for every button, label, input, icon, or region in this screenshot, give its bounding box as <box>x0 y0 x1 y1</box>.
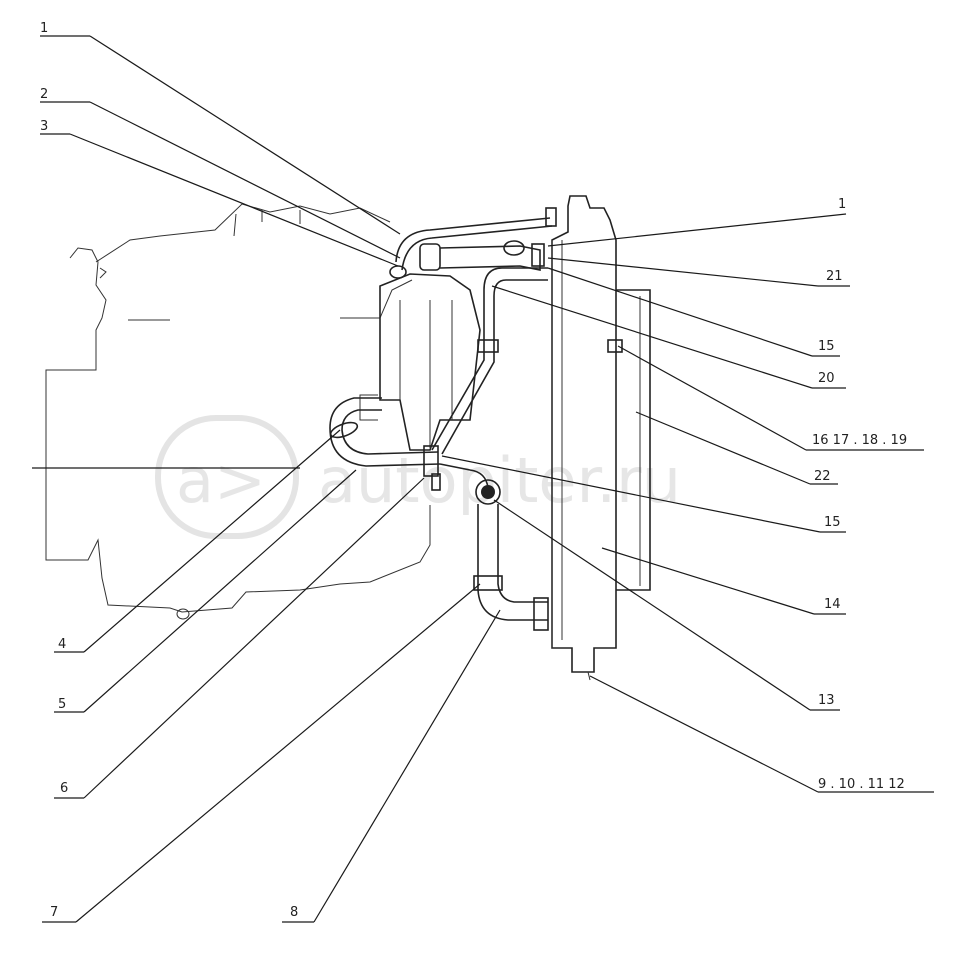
callout-9-12: 9 . 10 . 11 12 <box>818 777 905 792</box>
loop-hose <box>329 397 441 467</box>
callout-1-right: 1 <box>838 197 846 212</box>
bypass-pipe <box>423 267 548 491</box>
watermark: a> autopiter.ru <box>155 415 681 539</box>
callout-13: 13 <box>818 693 835 708</box>
watermark-text: autopiter.ru <box>318 444 681 517</box>
callout-2: 2 <box>40 87 48 102</box>
lower-hose <box>439 463 549 631</box>
callout-6: 6 <box>60 781 68 796</box>
callout-14: 14 <box>824 597 841 612</box>
water-pump-assembly <box>359 265 481 451</box>
leader-lines <box>32 35 934 923</box>
callout-7: 7 <box>50 905 58 920</box>
callout-labels: 1 2 3 4 5 6 7 8 1 21 15 20 16 17 . 18 . … <box>40 21 907 920</box>
callout-8: 8 <box>290 905 298 920</box>
callout-4: 4 <box>58 637 66 652</box>
callout-21: 21 <box>826 269 843 284</box>
radiator <box>551 195 651 681</box>
callout-3: 3 <box>40 119 48 134</box>
callout-5: 5 <box>58 697 66 712</box>
watermark-logo: a> <box>176 444 266 517</box>
callout-15-top: 15 <box>818 339 835 354</box>
callout-1-top: 1 <box>40 21 48 36</box>
callout-22: 22 <box>814 469 831 484</box>
callout-16-19: 16 17 . 18 . 19 <box>812 433 907 448</box>
engine-outline <box>45 203 431 620</box>
callout-15-mid: 15 <box>824 515 841 530</box>
upper-hose <box>395 207 557 271</box>
callout-20: 20 <box>818 371 835 386</box>
